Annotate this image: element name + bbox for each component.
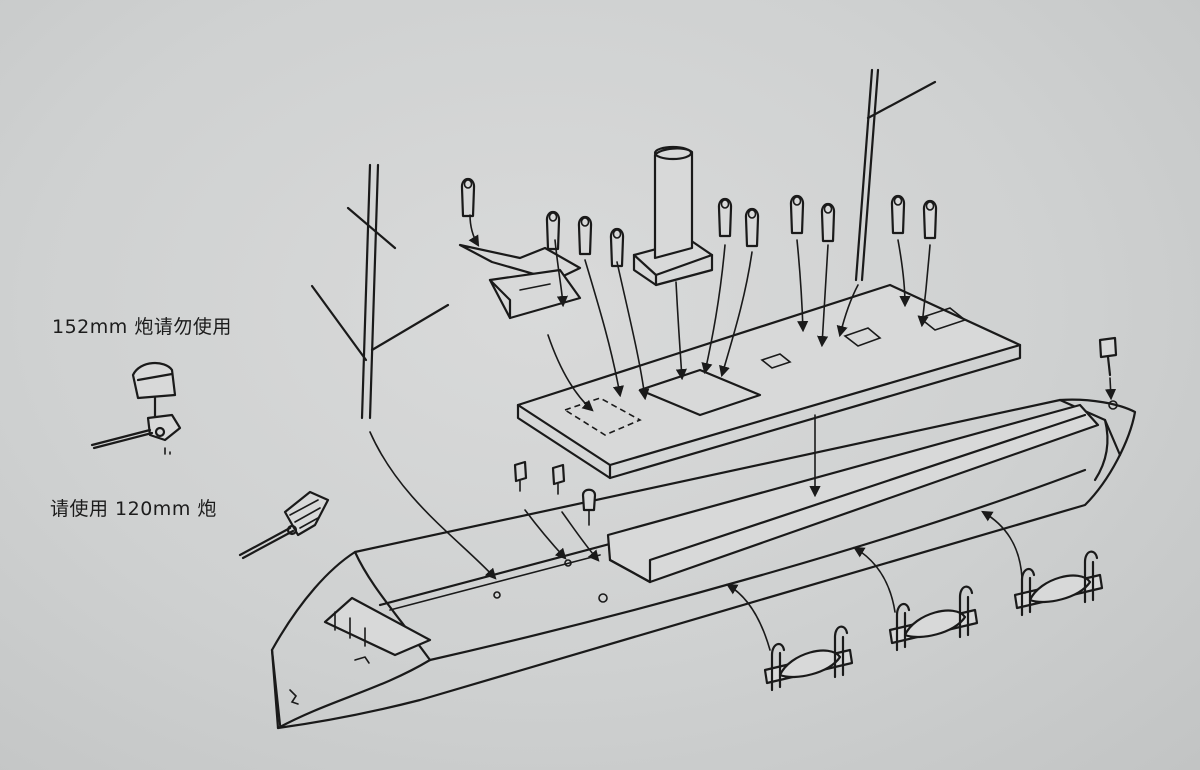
foremast (310, 163, 450, 420)
lifeboat-group (763, 550, 1104, 692)
ventilator (545, 210, 561, 251)
gun-120mm (238, 490, 330, 560)
ventilator (789, 194, 805, 235)
side-fittings (513, 460, 597, 526)
gun-152mm (90, 362, 182, 455)
ventilator-mouth (548, 212, 558, 222)
ventilator (460, 177, 476, 218)
ventilator (744, 207, 760, 248)
ship-hull (270, 398, 1137, 730)
superstructure-deck (516, 283, 1022, 480)
ventilator-mouth (580, 217, 590, 227)
ventilator (922, 199, 938, 240)
ventilator-group (460, 177, 938, 268)
ventilator (820, 202, 836, 243)
ventilator-mouth (893, 196, 903, 206)
ventilator (717, 197, 733, 238)
lifeboat (888, 585, 979, 652)
bridge-block (458, 243, 582, 320)
ventilator-mouth (612, 229, 622, 239)
label-120mm-gun-use: 请使用 120mm 炮 (50, 498, 217, 520)
ventilator-mouth (925, 201, 935, 211)
ventilator (890, 194, 906, 235)
mainmast (854, 68, 937, 282)
ventilator (577, 215, 593, 256)
ventilator-mouth (720, 199, 730, 209)
assembly-arrows (369, 214, 1023, 651)
ventilator (609, 227, 625, 268)
lifeboat (1013, 550, 1104, 617)
ventilator-mouth (792, 196, 802, 206)
label-152mm-gun-warning: 152mm 炮请勿使用 (52, 316, 232, 338)
ventilator-mouth (463, 179, 473, 189)
funnel (632, 145, 714, 287)
bow-fitting (1098, 336, 1118, 401)
ventilator-mouth (823, 204, 833, 214)
ventilator-mouth (747, 209, 757, 219)
lifeboat (763, 625, 854, 692)
